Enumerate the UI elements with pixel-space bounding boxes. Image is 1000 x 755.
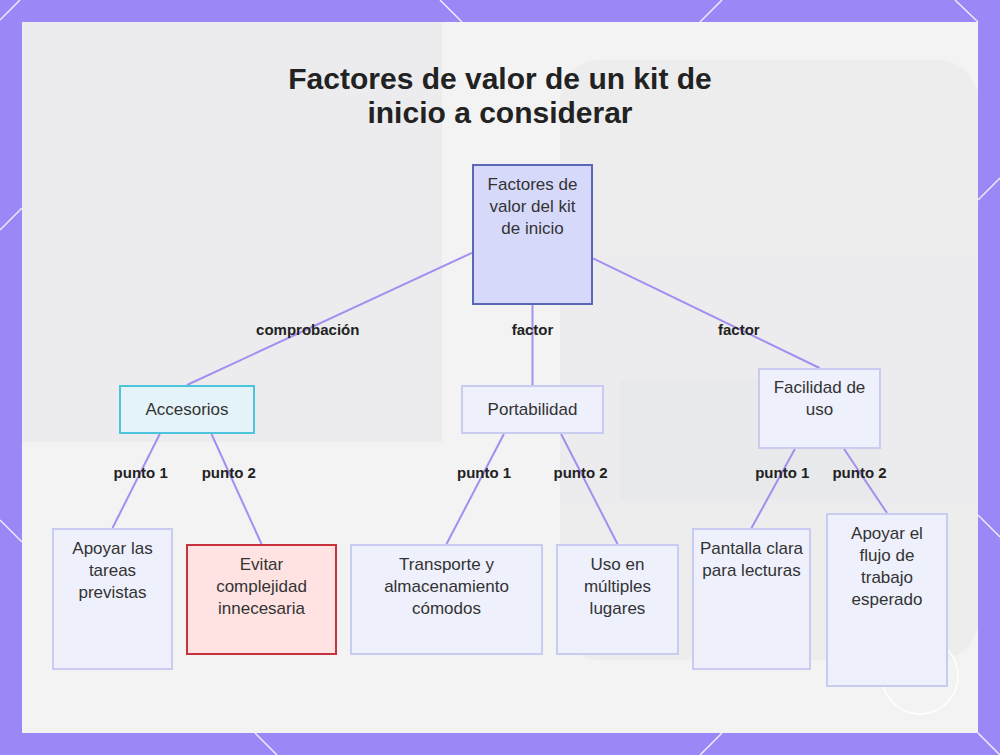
- concept-box: Accesorios: [119, 385, 255, 434]
- node-text: Evitar complejidad innecesaria: [194, 554, 329, 620]
- connector-line: [187, 253, 472, 385]
- concept-box: Pantalla clara para lecturas: [692, 528, 811, 670]
- edge-label: comprobación: [256, 321, 359, 338]
- connector-line: [447, 434, 504, 544]
- edge-label: punto 1: [755, 464, 809, 481]
- concept-box: Portabilidad: [461, 385, 604, 434]
- node-text: Facilidad de uso: [766, 377, 873, 421]
- diagram-title: Factores de valor de un kit de inicio a …: [250, 62, 750, 130]
- edge-label: factor: [512, 321, 554, 338]
- edge-label: punto 2: [202, 464, 256, 481]
- edge-label: punto 2: [832, 464, 886, 481]
- connector-line: [844, 449, 887, 513]
- connector-line: [532, 305, 534, 385]
- edge-label: punto 1: [114, 464, 168, 481]
- node-text: Uso en múltiples lugares: [564, 554, 671, 620]
- connector-line: [561, 434, 617, 544]
- concept-box: Apoyar las tareas previstas: [52, 528, 173, 670]
- edge-label: punto 1: [457, 464, 511, 481]
- connector-line: [752, 449, 795, 528]
- edge-label: punto 2: [554, 464, 608, 481]
- node-text: Factores de valor del kit de inicio: [480, 174, 585, 240]
- connector-line: [113, 434, 160, 528]
- root-box: Factores de valor del kit de inicio: [472, 164, 593, 305]
- concept-box: Uso en múltiples lugares: [556, 544, 679, 655]
- connector-line: [211, 434, 261, 544]
- node-text: Transporte y almacenamiento cómodos: [358, 554, 535, 620]
- node-text: Portabilidad: [488, 399, 578, 421]
- concept-box: Evitar complejidad innecesaria: [186, 544, 337, 655]
- node-text: Pantalla clara para lecturas: [700, 538, 803, 582]
- node-text: Accesorios: [145, 399, 228, 421]
- edge-label: factor: [718, 321, 760, 338]
- connector-line: [593, 258, 820, 368]
- node-text: Apoyar las tareas previstas: [60, 538, 165, 604]
- node-text: Apoyar el flujo de trabajo esperado: [834, 523, 940, 611]
- concept-box: Facilidad de uso: [758, 368, 881, 449]
- concept-box: Transporte y almacenamiento cómodos: [350, 544, 543, 655]
- concept-box: Apoyar el flujo de trabajo esperado: [826, 513, 948, 687]
